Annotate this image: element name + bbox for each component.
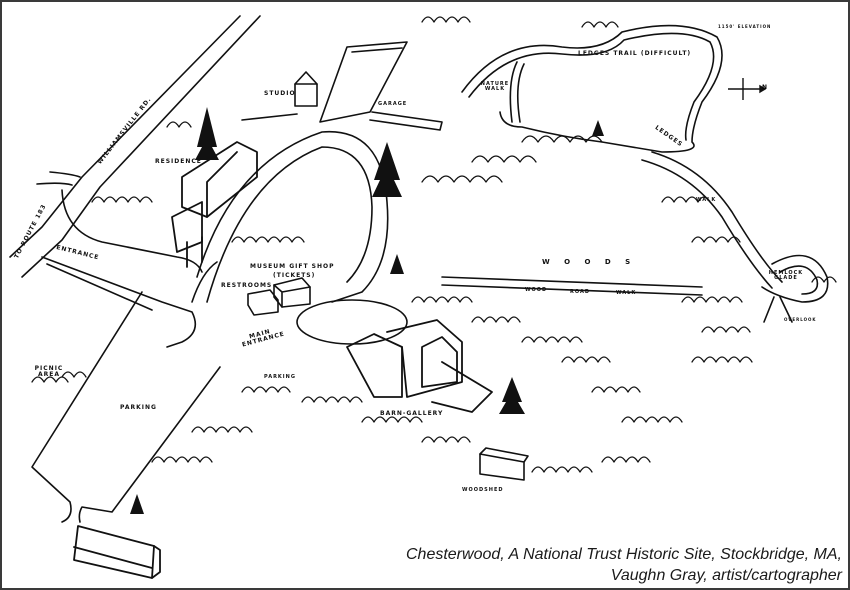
north-arrow-icon xyxy=(728,78,766,100)
label-museum-gift-shop: Museum Gift Shop xyxy=(250,263,335,270)
label-nature-walk: Nature Walk xyxy=(480,81,510,92)
label-tickets: (Tickets) xyxy=(273,272,316,279)
label-woodshed: Woodshed xyxy=(462,487,504,493)
label-restrooms: Restrooms xyxy=(221,282,273,289)
entrance-drive xyxy=(41,189,218,348)
museum-buildings xyxy=(247,277,311,316)
label-parking-small: Parking xyxy=(264,374,296,380)
evergreen-trees xyxy=(130,107,604,514)
label-picnic-area: Picnic Area xyxy=(34,365,64,378)
williamsville-road xyxy=(9,15,261,278)
label-wood-road-walk-2: Road xyxy=(570,289,590,295)
caption-line-2: Vaughn Gray, artist/cartographer xyxy=(610,567,842,584)
label-woods: W O O D S xyxy=(542,258,637,266)
studio-garden xyxy=(241,41,443,131)
label-parking-lot: Parking xyxy=(120,404,157,411)
ledges-trail-path xyxy=(461,24,829,303)
label-residence: Residence xyxy=(155,158,202,165)
label-overlook: Overlook xyxy=(784,317,817,322)
label-studio: Studio xyxy=(264,90,296,97)
label-elevation: 1150' Elevation xyxy=(718,24,772,29)
main-loop-drive xyxy=(196,130,408,345)
bottom-left-building xyxy=(73,525,161,579)
parking-lot xyxy=(31,291,221,523)
compass-north-label: N xyxy=(762,84,768,91)
label-ledges-trail: Ledges Trail (Difficult) xyxy=(578,50,692,57)
label-barn-gallery: Barn-Gallery xyxy=(380,410,444,417)
label-wood-road-walk-3: Walk xyxy=(616,290,637,296)
residence-building xyxy=(171,141,258,268)
wood-road-walk-path xyxy=(441,276,703,296)
map-caption: Chesterwood, A National Trust Historic S… xyxy=(406,544,842,586)
label-hemlock-glade: Hemlock Glade xyxy=(768,270,804,281)
overlook-marker xyxy=(763,296,793,323)
label-walk: Walk xyxy=(696,197,717,203)
caption-line-1: Chesterwood, A National Trust Historic S… xyxy=(405,546,842,563)
barn-gallery-building xyxy=(346,319,493,413)
label-garage: Garage xyxy=(378,101,408,107)
deciduous-tree-clusters xyxy=(31,16,837,473)
label-wood-road-walk-1: Wood xyxy=(525,287,548,293)
woodshed-building xyxy=(479,447,529,481)
